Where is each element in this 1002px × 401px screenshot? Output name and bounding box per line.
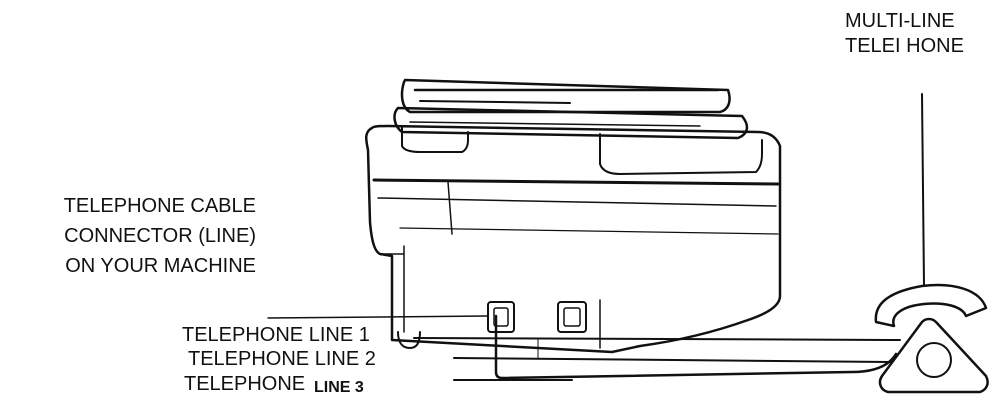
multi-line-telephone-icon [874, 93, 989, 394]
line-jack [487, 301, 515, 333]
connector-leader-line [267, 315, 489, 319]
connector-label-line1: TELEPHONE CABLE [63, 195, 256, 217]
phone-title-line2: TELEI HONE [845, 35, 964, 57]
connector-label-line2: CONNECTOR (LINE) [64, 225, 256, 247]
phone-title-line1: MULTI-LINE [845, 10, 955, 32]
phone-label-leader [921, 93, 925, 287]
tel-jack [557, 301, 587, 333]
fax-machine [365, 78, 782, 354]
telephone-line-1 [413, 337, 901, 341]
connector-label-line3: ON YOUR MACHINE [65, 255, 256, 277]
machine-body [365, 124, 782, 354]
telephone-line-3-label-prefix: TELEPHONE [184, 373, 306, 395]
machine-to-phone-cable [494, 314, 898, 380]
telephone-line-2 [453, 357, 891, 363]
telephone-line-2-label: TELEPHONE LINE 2 [188, 348, 376, 370]
machine-handset [393, 78, 749, 140]
telephone-line-3-label-suffix: LINE 3 [314, 379, 364, 396]
telephone-line-1-label: TELEPHONE LINE 1 [182, 324, 370, 346]
